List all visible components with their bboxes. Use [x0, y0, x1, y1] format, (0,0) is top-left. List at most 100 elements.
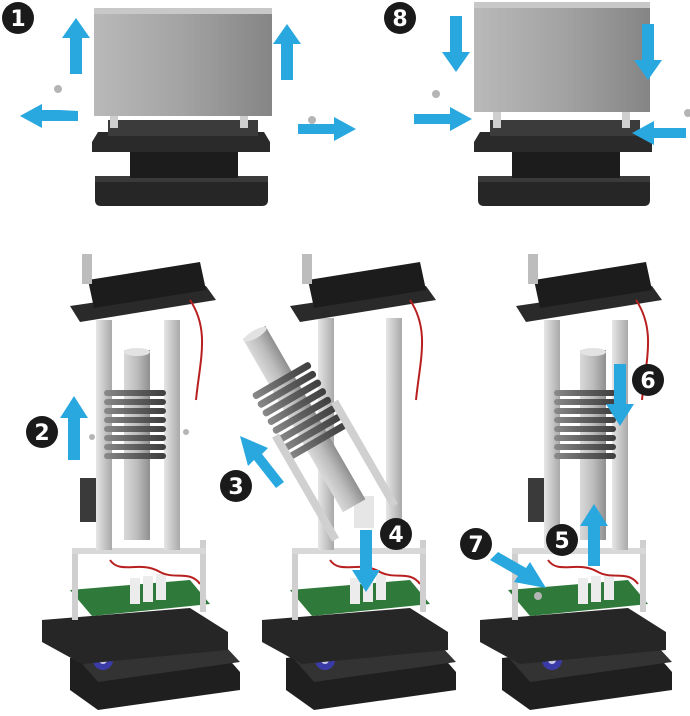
heater-cylinder	[242, 326, 366, 513]
sensor-post	[302, 254, 312, 284]
arrow-left-icon	[20, 104, 78, 128]
direction-arrows	[20, 16, 686, 592]
standoff	[110, 112, 118, 128]
arrow-right-icon	[414, 107, 472, 131]
step-badge-7: 7	[460, 528, 492, 560]
frame-post	[200, 540, 206, 612]
bottom-middle-assembly	[242, 254, 456, 710]
step-badge-4: 4	[380, 518, 412, 550]
arrow-up-icon	[60, 396, 88, 460]
lower-housing	[480, 608, 666, 664]
cover-housing-top	[94, 8, 272, 14]
screw	[534, 592, 542, 600]
heatsink-block	[130, 150, 238, 178]
fan-wire	[409, 299, 424, 401]
step-badge-5: 5	[546, 524, 578, 556]
column	[612, 320, 628, 550]
step-number-3: 3	[228, 475, 243, 500]
heatsink-fins	[104, 390, 166, 459]
step-badges: 1 8 2 3 4 5 6 7	[2, 2, 664, 560]
arrow-up-icon	[273, 24, 301, 80]
wire	[329, 559, 421, 585]
cover-housing	[474, 2, 650, 112]
capacitor	[578, 578, 588, 604]
frame-post	[292, 548, 298, 620]
sensor-post	[528, 254, 538, 284]
heatsink-fins	[554, 390, 616, 459]
screw	[308, 116, 316, 124]
capacitor	[156, 574, 166, 600]
screw	[89, 434, 95, 440]
arrow-down-icon	[634, 24, 662, 80]
fan	[534, 262, 652, 308]
top-left-assembly	[54, 8, 316, 206]
arrow-up-icon	[62, 18, 90, 74]
step-number-5: 5	[554, 529, 569, 554]
bottom-right-assembly	[480, 254, 672, 710]
arrow-down-icon	[442, 16, 470, 72]
fan	[88, 262, 206, 308]
heater-cap	[580, 348, 606, 356]
mid-plate	[92, 132, 270, 152]
heater-cap	[243, 326, 267, 342]
column	[544, 320, 560, 550]
screw	[183, 429, 189, 435]
capacitor	[591, 576, 601, 602]
fan-plate	[290, 286, 436, 322]
column	[96, 320, 112, 550]
top-right-assembly	[432, 2, 690, 206]
cover-housing	[94, 8, 272, 116]
column	[164, 320, 180, 550]
frame-crossbar	[512, 548, 646, 554]
removed-heatsink	[242, 326, 398, 542]
frame-post	[640, 540, 646, 612]
screw	[432, 90, 440, 98]
screw	[684, 109, 690, 117]
wire	[547, 559, 639, 585]
fan-plate	[70, 286, 216, 322]
mid-plate	[474, 132, 652, 152]
step-number-7: 7	[468, 533, 483, 558]
step-number-8: 8	[392, 7, 407, 32]
base-plate	[478, 180, 650, 206]
fan-wire	[189, 299, 204, 401]
step-number-2: 2	[34, 421, 49, 446]
frame-crossbar	[72, 548, 206, 554]
step-badge-1: 1	[2, 2, 34, 34]
fan-plate	[516, 286, 662, 322]
step-badge-8: 8	[384, 2, 416, 34]
arrow-right-icon	[298, 117, 356, 141]
step-badge-2: 2	[26, 416, 58, 448]
bottom-left-assembly	[42, 254, 240, 710]
standoff	[622, 112, 630, 128]
heatsink-block	[512, 150, 620, 178]
screw	[54, 85, 62, 93]
frame-post	[420, 540, 426, 612]
step-badge-3: 3	[220, 470, 252, 502]
arrow-diagonal-icon	[240, 436, 284, 488]
fan-plate	[490, 120, 640, 136]
capacitor	[130, 578, 140, 604]
standoff	[493, 112, 501, 128]
arrow-down-icon	[606, 364, 634, 426]
step-number-4: 4	[388, 523, 403, 548]
fan	[308, 262, 426, 308]
fan-plate	[108, 120, 258, 136]
column	[386, 318, 402, 550]
capacitor	[604, 574, 614, 600]
step-number-6: 6	[640, 369, 655, 394]
capacitor	[143, 576, 153, 602]
heater-cap	[124, 348, 150, 356]
lower-housing	[262, 608, 448, 664]
wire	[109, 559, 201, 585]
capacitor	[376, 574, 386, 600]
standoff	[240, 112, 248, 128]
step-number-1: 1	[10, 7, 25, 32]
arrow-down-icon	[352, 530, 380, 592]
frame-crossbar	[292, 548, 426, 554]
lower-housing	[42, 608, 228, 664]
arrow-left-icon	[632, 121, 686, 145]
capacitor	[363, 576, 373, 602]
frame-post	[512, 548, 518, 620]
